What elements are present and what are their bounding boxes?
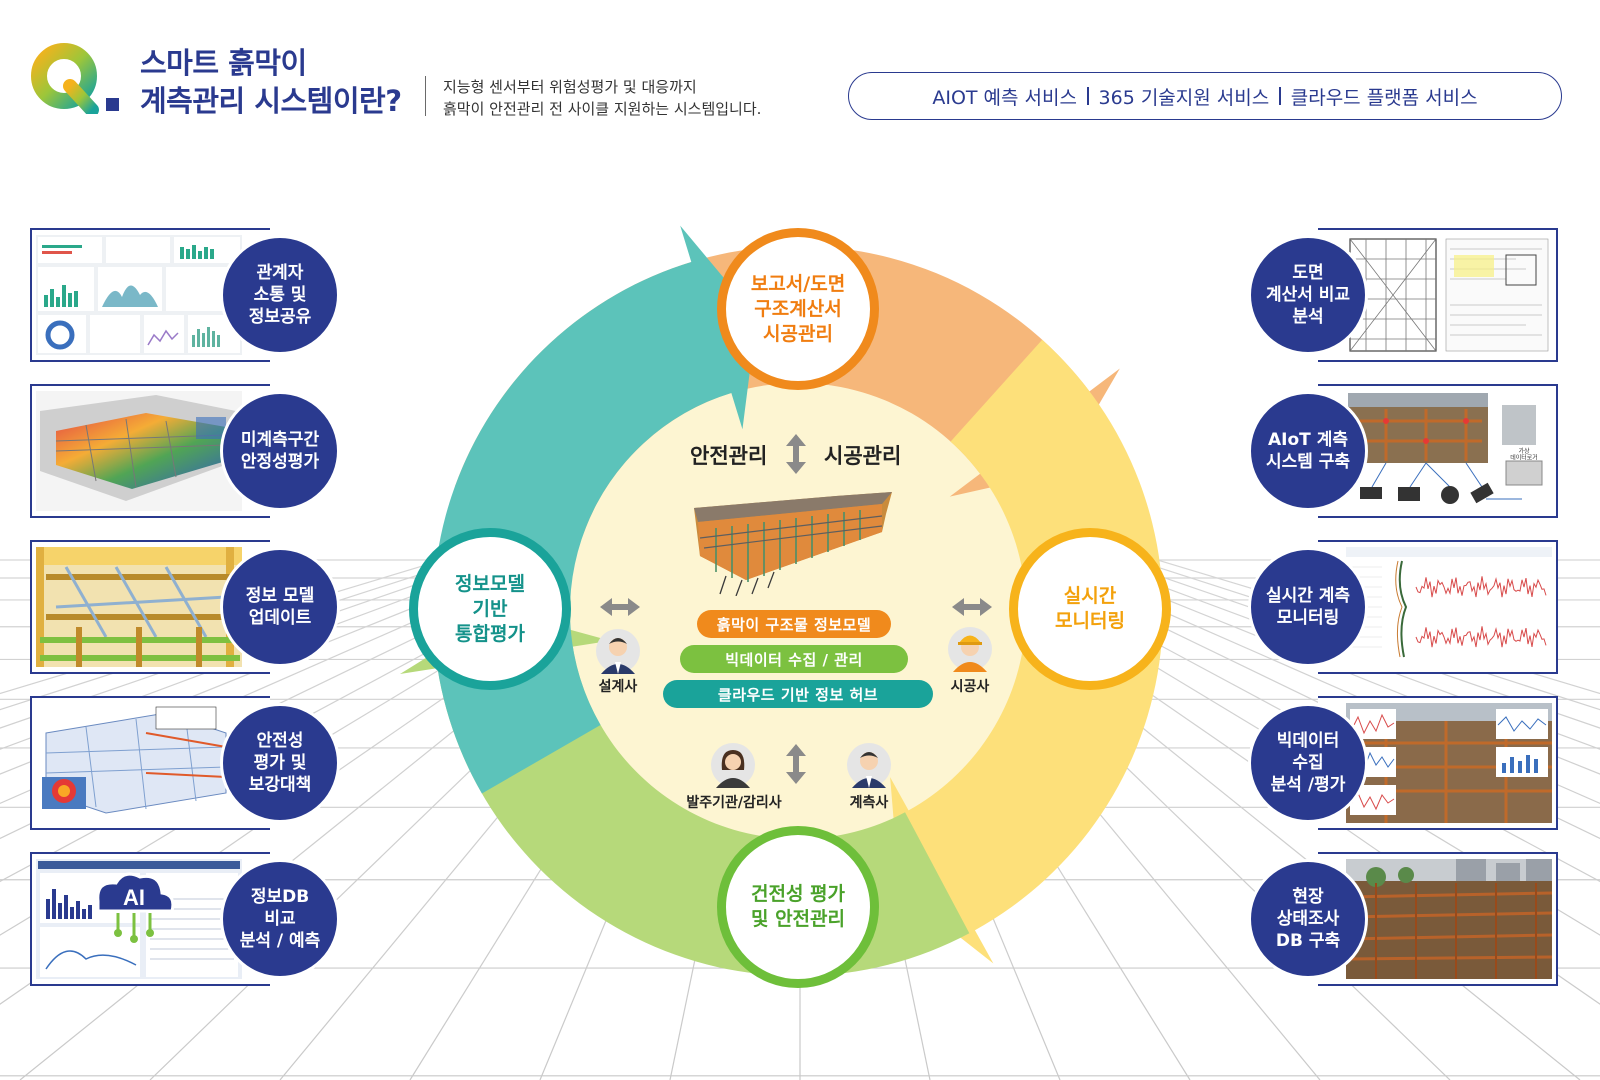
label-db: 정보DB 비교 분석 / 예측: [220, 859, 340, 979]
subtitle-line-2: 흙막이 안전관리 전 사이클 지원하는 시스템입니다.: [443, 100, 762, 118]
ai-badge: AI: [123, 885, 145, 910]
leftright-arrow-icon: [600, 598, 640, 616]
updown-arrow-icon: [786, 744, 806, 784]
label-communication: 관계자 소통 및 정보공유: [220, 235, 340, 355]
service-separator: [1087, 87, 1089, 105]
right-card-realtime: 실시간 계측 모니터링: [1246, 540, 1558, 674]
ai-software-thumbnail: AI: [36, 859, 242, 979]
page-title: 스마트 흙막이 계측관리 시스템이란?: [140, 44, 402, 120]
label-survey: 현장 상태조사 DB 구축: [1248, 859, 1368, 979]
label-client: 발주기관/감리사: [686, 795, 782, 811]
retaining-wall-model-image: [694, 492, 892, 596]
label-aiot: AIoT 계측 시스템 구축: [1248, 391, 1368, 511]
right-card-survey: 현장 상태조사 DB 구축: [1246, 852, 1558, 986]
left-card-model-update: 정보 모델 업데이트: [30, 540, 342, 674]
left-card-unmeasured: 미계측구간 안정성평가: [30, 384, 342, 518]
label-model-update: 정보 모델 업데이트: [220, 547, 340, 667]
site-charts-thumbnail: [1346, 703, 1552, 823]
drawing-thumbnail: [1346, 235, 1552, 355]
label-drawing: 도면 계산서 비교 분석: [1248, 235, 1368, 355]
leftright-arrow-icon: [952, 598, 992, 616]
label-bigdata: 빅데이터 수집 분석 /평가: [1248, 703, 1368, 823]
pill-cloud-hub: 클라우드 기반 정보 허브: [663, 680, 933, 708]
contractor-avatar: [948, 627, 992, 672]
pill-structure-model: 흙막이 구조물 정보모델: [697, 610, 891, 638]
right-card-bigdata: 빅데이터 수집 분석 /평가: [1246, 696, 1558, 830]
fea-3d-thumbnail: [36, 391, 242, 511]
client-avatar: [711, 743, 755, 788]
q-logo-icon: [31, 43, 119, 114]
label-designer: 설계사: [598, 679, 638, 695]
center-head-safety: 안전관리: [690, 444, 768, 468]
analysis-thumbnail: [36, 703, 242, 823]
site-photo-thumbnail: [1346, 859, 1552, 979]
designer-avatar: [596, 629, 640, 674]
service-365: 365 기술지원 서비스: [1098, 86, 1270, 109]
label-safety: 안전성 평가 및 보강대책: [220, 703, 340, 823]
service-list-pill: AIOT 예측 서비스 365 기술지원 서비스 클라우드 플랫폼 서비스: [848, 72, 1562, 120]
bim-frame-thumbnail: [36, 547, 242, 667]
charts-thumbnail: [1346, 547, 1552, 667]
title-divider: [425, 76, 426, 116]
service-separator: [1279, 87, 1281, 105]
cycle-node-integrated: 정보모델 기반 통합평가: [409, 528, 571, 690]
cycle-node-report: 보고서/도면 구조계산서 시공관리: [717, 228, 879, 390]
right-card-drawing: 도면 계산서 비교 분석: [1246, 228, 1558, 362]
dashboard-thumbnail: [36, 235, 242, 355]
center-head-construction: 시공관리: [824, 444, 902, 468]
title-line-2: 계측관리 시스템이란?: [140, 84, 402, 118]
title-line-1: 스마트 흙막이: [140, 46, 307, 80]
left-card-db: AI 정보DB 비교 분석 / 예측: [30, 852, 342, 986]
label-unmeasured: 미계측구간 안정성평가: [220, 391, 340, 511]
cycle-node-monitoring: 실시간 모니터링: [1009, 528, 1171, 690]
pill-bigdata: 빅데이터 수집 / 관리: [680, 645, 908, 673]
left-card-safety: 안전성 평가 및 보강대책: [30, 696, 342, 830]
label-realtime: 실시간 계측 모니터링: [1248, 547, 1368, 667]
service-cloud: 클라우드 플랫폼 서비스: [1290, 86, 1478, 109]
service-aiot: AIOT 예측 서비스: [932, 86, 1078, 109]
page-subtitle: 지능형 센서부터 위험성평가 및 대응까지 흙막이 안전관리 전 사이클 지원하…: [443, 76, 761, 120]
cycle-node-evaluation: 건전성 평가 및 안전관리: [717, 826, 879, 988]
left-card-communication: 관계자 소통 및 정보공유: [30, 228, 342, 362]
label-contractor: 시공사: [950, 679, 990, 695]
label-measurer: 계측사: [849, 795, 889, 811]
measurer-avatar: [847, 743, 891, 788]
subtitle-line-1: 지능형 센서부터 위험성평가 및 대응까지: [443, 78, 697, 96]
updown-arrow-icon: [786, 434, 806, 474]
